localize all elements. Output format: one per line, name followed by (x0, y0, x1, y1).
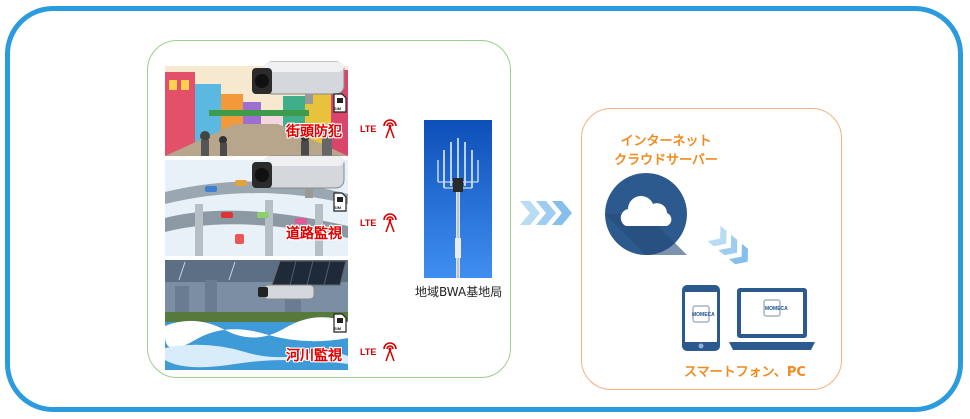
antenna-signal-icon (383, 119, 397, 139)
sim-text: SIM (334, 205, 342, 210)
cloud-title-line1: インターネット (620, 134, 712, 149)
cloud-server-icon (605, 173, 687, 255)
devices-label: スマートフォン、PC (684, 365, 806, 380)
chevron-arrows-icon (520, 201, 572, 225)
river-monitoring-label: 河川監視 (286, 348, 342, 364)
smartphone-icon (682, 285, 720, 351)
sim-text: SIM (334, 106, 342, 111)
base-station-tower-image (424, 120, 492, 278)
phone-app-logo: MOMECA (692, 312, 715, 318)
lte-label: LTE (360, 218, 377, 228)
solar-camera-icon (258, 260, 347, 300)
antenna-signal-icon (383, 342, 397, 362)
sim-text: SIM (334, 326, 342, 331)
camera-icon (252, 155, 345, 198)
laptop-app-logo: MOMECA (765, 306, 788, 312)
sim-card-icon (333, 192, 347, 212)
sim-card-icon (333, 313, 347, 333)
sim-card-icon (333, 93, 347, 113)
base-station-label: 地域BWA基地局 (415, 285, 503, 299)
laptop-icon (729, 288, 815, 350)
camera-icon (252, 61, 345, 104)
cloud-title-line2: クラウドサーバー (614, 153, 718, 168)
antenna-signal-icon (383, 213, 397, 233)
road-monitoring-label: 道路監視 (286, 226, 342, 242)
street-security-label: 街頭防犯 (286, 124, 342, 140)
lte-label: LTE (360, 124, 377, 134)
chevron-arrows-down-icon (707, 226, 749, 265)
lte-label: LTE (360, 347, 377, 357)
